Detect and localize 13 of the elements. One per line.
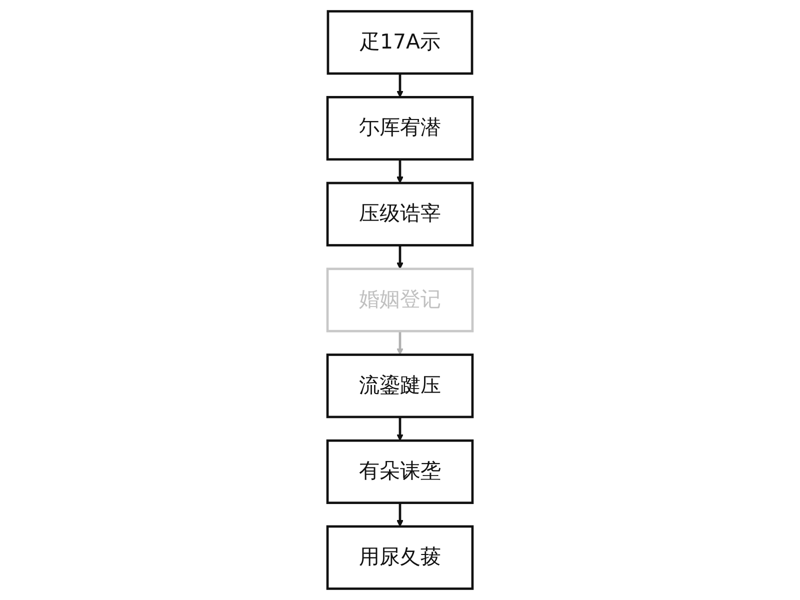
arrow — [396, 74, 404, 98]
node-box: 用尿夂菝 — [326, 525, 474, 590]
arrow — [396, 331, 404, 356]
node-box: 有朵诔垄 — [326, 439, 474, 504]
arrow — [396, 416, 404, 441]
node-box: 尓厍宥潜 — [326, 96, 474, 161]
node-box: 流鎏踺压 — [326, 354, 474, 418]
node-box: 压级诰宰 — [326, 182, 474, 246]
node-box: 疋17A示 — [326, 10, 474, 75]
node-box: 婚姻登记 — [326, 268, 474, 332]
arrow — [396, 502, 404, 527]
arrow — [396, 159, 404, 184]
arrow — [396, 245, 404, 270]
